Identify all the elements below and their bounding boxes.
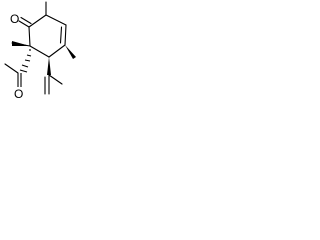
wedge-c5-isopropenyl: [47, 57, 51, 75]
acetyl-oxygen-label: O: [14, 87, 23, 101]
wedge-c4-methyl: [65, 45, 76, 59]
ring-oxygen-label: O: [10, 12, 19, 26]
hash-c6-acetyl-4: [21, 64, 29, 68]
hash-c6-acetyl-5: [19, 69, 28, 73]
bond-c2-c3: [45, 14, 67, 26]
bond-c6-c1: [28, 26, 31, 47]
stereo-hash: [19, 49, 32, 73]
wedge-c6-methyl: [12, 41, 30, 46]
hash-c6-acetyl-2: [26, 54, 32, 57]
bond-isopropenyl-c: [48, 74, 63, 85]
bond-ring-carbonyl-b: [20, 16, 32, 25]
bond-ring-carbonyl-a: [18, 20, 30, 28]
bond-c3-c4-double: [59, 26, 63, 44]
acetyl-carbonyl: [17, 73, 22, 87]
bond-c3-c4: [64, 24, 67, 46]
bond-c4-c5: [48, 44, 66, 58]
stereo-wedges: [12, 41, 76, 75]
bond-acetyl-ch3: [4, 63, 19, 74]
hash-c6-acetyl-3: [24, 59, 31, 62]
molecule-structure-diagram: O O: [4, 1, 76, 101]
bond-c5-c6: [29, 45, 50, 58]
bond-c1-c2: [28, 14, 47, 28]
